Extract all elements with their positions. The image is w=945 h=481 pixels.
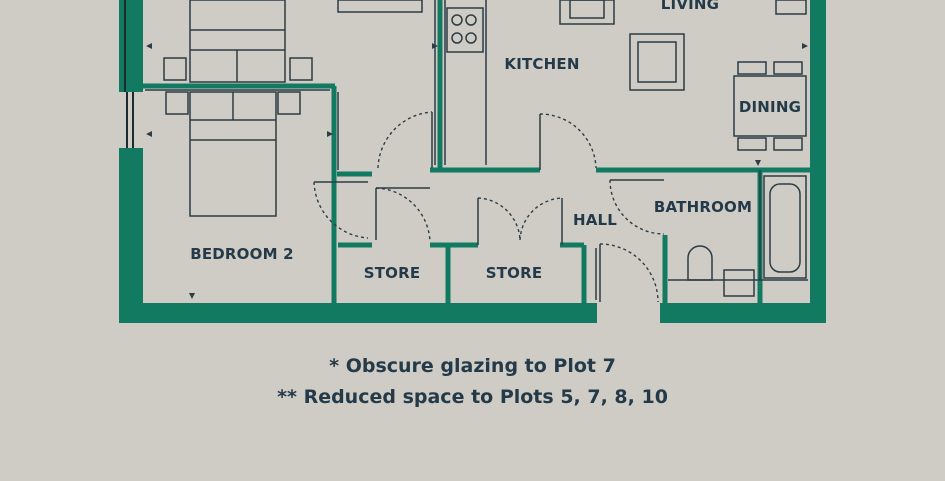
partition-lines xyxy=(145,0,808,300)
label-hall: HALL xyxy=(573,211,617,229)
interior-walls xyxy=(143,0,810,303)
label-kitchen: KITCHEN xyxy=(504,55,579,73)
label-dining: DINING xyxy=(739,98,801,116)
label-store-1: STORE xyxy=(364,264,421,282)
note-reduced-space: ** Reduced space to Plots 5, 7, 8, 10 xyxy=(277,386,668,408)
hob xyxy=(337,0,484,53)
label-store-2: STORE xyxy=(486,264,543,282)
living-furniture xyxy=(559,0,807,91)
label-bathroom: BATHROOM xyxy=(654,198,752,216)
bed-bedroom2 xyxy=(165,91,301,217)
markers xyxy=(146,43,808,299)
window-left xyxy=(124,0,134,148)
label-living: LIVING xyxy=(661,0,719,13)
label-bedroom2: BEDROOM 2 xyxy=(190,245,294,263)
exterior-walls xyxy=(119,0,826,323)
door-leaves xyxy=(314,112,664,302)
dining-table xyxy=(733,61,807,151)
bed-top xyxy=(163,0,313,83)
plan-notes: * Obscure glazing to Plot 7 ** Reduced s… xyxy=(0,351,945,413)
floor-plan: LIVING KITCHEN DINING BEDROOM 2 STORE ST… xyxy=(119,0,826,323)
bathroom-fittings xyxy=(687,175,807,297)
door-swings xyxy=(313,111,665,303)
note-obscure-glazing: * Obscure glazing to Plot 7 xyxy=(329,355,616,377)
